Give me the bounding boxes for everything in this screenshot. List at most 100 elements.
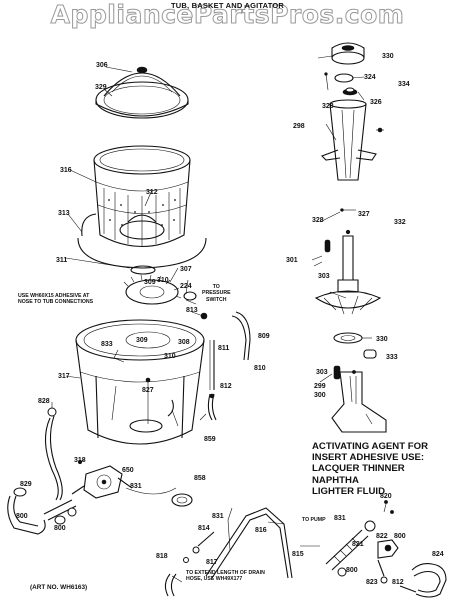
label-316: 316	[60, 167, 72, 174]
agent-line-2: INSERT ADHESIVE USE:	[312, 452, 425, 464]
label-306: 306	[96, 62, 108, 69]
label-309-tub: 309	[136, 337, 148, 344]
label-303-mid: 303	[318, 273, 330, 280]
label-817: 817	[206, 559, 218, 566]
label-301: 301	[286, 257, 298, 264]
leader-lines	[51, 55, 372, 463]
hub-and-retainer-drawing	[123, 265, 208, 320]
drain-hose-line-1: TO EXTEND LENGTH OF DRAIN	[186, 570, 265, 576]
outer-tub-drawing	[75, 319, 205, 445]
label-328-top: 328	[322, 103, 334, 110]
label-311: 311	[56, 257, 67, 264]
art-number: (ART NO. WH6163)	[30, 584, 88, 591]
agent-line-3: LACQUER THINNER	[312, 463, 405, 475]
label-829: 829	[20, 481, 32, 488]
label-310-top: 310	[157, 277, 169, 284]
label-812-left: 812	[220, 383, 232, 390]
label-831-left: 831	[130, 483, 142, 490]
agent-line-5: LIGHTER FLUID	[312, 485, 386, 497]
fill-hose-drawing	[207, 311, 251, 421]
agitator-lower-drawing	[331, 332, 387, 433]
agent-line-4: NAPHTHA	[312, 474, 359, 486]
label-811: 811	[218, 345, 229, 352]
pump-drawing	[71, 459, 177, 499]
label-299: 299	[314, 383, 326, 390]
label-303-lower: 303	[316, 369, 328, 376]
label-821: 821	[352, 541, 364, 548]
label-814: 814	[198, 525, 210, 532]
label-800-b: 800	[54, 525, 66, 532]
drain-hose-line-2: HOSE, USE WH49X177	[186, 576, 243, 583]
label-312: 312	[146, 189, 158, 196]
label-859: 859	[204, 436, 216, 443]
pressure-switch-line-2: PRESSURE	[202, 290, 231, 297]
label-307: 307	[180, 266, 192, 273]
label-329: 329	[95, 84, 107, 91]
label-330-top: 330	[382, 53, 394, 60]
pressure-switch-line-3: SWITCH	[206, 296, 227, 303]
to-pump-note: TO PUMP	[302, 517, 326, 523]
agent-line-1: ACTIVATING AGENT FOR	[312, 441, 429, 452]
diagram-title: TUB, BASKET AND AGITATOR	[171, 1, 284, 10]
label-813: 813	[186, 307, 198, 314]
label-327: 327	[358, 211, 370, 218]
part-labels: 306 329 316 312 313 311 307 309 310 224 …	[16, 53, 444, 586]
adhesive-note: USE WH60X15 ADHESIVE AT NOSE TO TUB CONN…	[18, 293, 93, 306]
label-324: 324	[364, 74, 376, 81]
pump-hoses-right-drawing	[300, 500, 447, 598]
label-809: 809	[258, 333, 270, 340]
drain-hose-drawing	[164, 507, 293, 597]
hoses-left-drawing	[7, 407, 77, 535]
label-318: 318	[74, 457, 86, 464]
label-300: 300	[314, 392, 326, 399]
basket-drawing	[93, 145, 191, 248]
adhesive-note-line-1: USE WH60X15 ADHESIVE AT	[18, 293, 90, 299]
label-818: 818	[156, 553, 168, 560]
label-309-top: 309	[144, 279, 156, 286]
label-800-a: 800	[16, 513, 28, 520]
label-298: 298	[293, 123, 305, 130]
label-330-lower: 330	[376, 336, 388, 343]
label-827: 827	[142, 387, 154, 394]
label-812-right: 812	[392, 579, 404, 586]
label-328-mid: 328	[312, 217, 324, 224]
label-810: 810	[254, 365, 266, 372]
label-332: 332	[394, 219, 406, 226]
label-317: 317	[58, 373, 70, 380]
label-820: 820	[380, 493, 392, 500]
pressure-switch-line-1: TO	[212, 284, 220, 290]
label-308: 308	[178, 339, 190, 346]
label-334: 334	[398, 81, 410, 88]
label-831-right: 831	[334, 515, 346, 522]
label-224: 224	[180, 283, 192, 290]
label-313: 313	[58, 210, 70, 217]
agitator-shaft-drawing	[314, 208, 382, 315]
tub-cover-drawing	[95, 66, 189, 119]
label-310-tub: 310	[164, 353, 176, 360]
label-833: 833	[101, 341, 113, 348]
activating-agent-note: ACTIVATING AGENT FOR INSERT ADHESIVE USE…	[312, 441, 428, 497]
label-823: 823	[366, 579, 378, 586]
agitator-upper-drawing	[321, 99, 384, 181]
label-822: 822	[376, 533, 388, 540]
agitator-cap-drawing	[324, 42, 365, 96]
basket-ring-drawing	[77, 213, 207, 269]
label-824: 824	[432, 551, 444, 558]
drain-hose-note: TO EXTEND LENGTH OF DRAIN HOSE, USE WH49…	[186, 570, 265, 583]
label-858: 858	[194, 475, 206, 482]
label-800-d: 800	[346, 567, 358, 574]
adhesive-note-line-2: NOSE TO TUB CONNECTIONS	[18, 299, 94, 306]
label-831-mid: 831	[212, 513, 224, 520]
watermark: AppliancePartsPros.com	[50, 0, 405, 30]
pressure-switch-note: TO PRESSURE SWITCH	[202, 284, 231, 303]
check-valve-drawing	[171, 493, 193, 507]
label-333: 333	[386, 354, 398, 361]
label-828: 828	[38, 398, 50, 405]
label-800-c: 800	[394, 533, 406, 540]
label-650: 650	[122, 467, 134, 474]
label-326: 326	[370, 99, 382, 106]
label-815: 815	[292, 551, 304, 558]
label-816: 816	[255, 527, 267, 534]
